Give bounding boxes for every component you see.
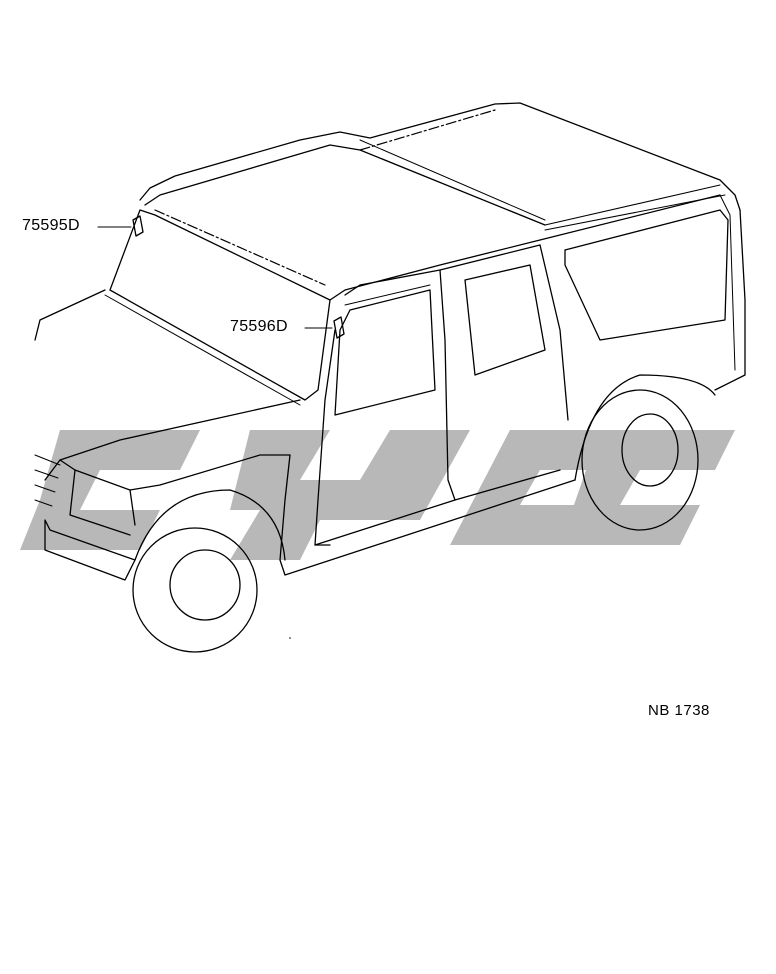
rear-quarter-window xyxy=(564,209,729,341)
rear-wheel xyxy=(574,374,716,531)
front-door-window xyxy=(334,284,436,416)
part-marker-75595d xyxy=(97,215,144,237)
rear-door-window xyxy=(464,264,546,376)
body-side xyxy=(279,194,746,576)
part-marker-75596d xyxy=(304,316,345,339)
callout-label-75596d: 75596D xyxy=(230,318,288,335)
windshield xyxy=(104,209,331,406)
callout-label-75595d: 75595D xyxy=(22,217,80,234)
roof xyxy=(139,102,741,286)
hood-and-front xyxy=(34,289,301,581)
watermark-logo xyxy=(20,430,735,560)
front-wheel xyxy=(132,489,286,653)
diagram-code: NB 1738 xyxy=(648,702,710,719)
speck xyxy=(289,637,291,639)
